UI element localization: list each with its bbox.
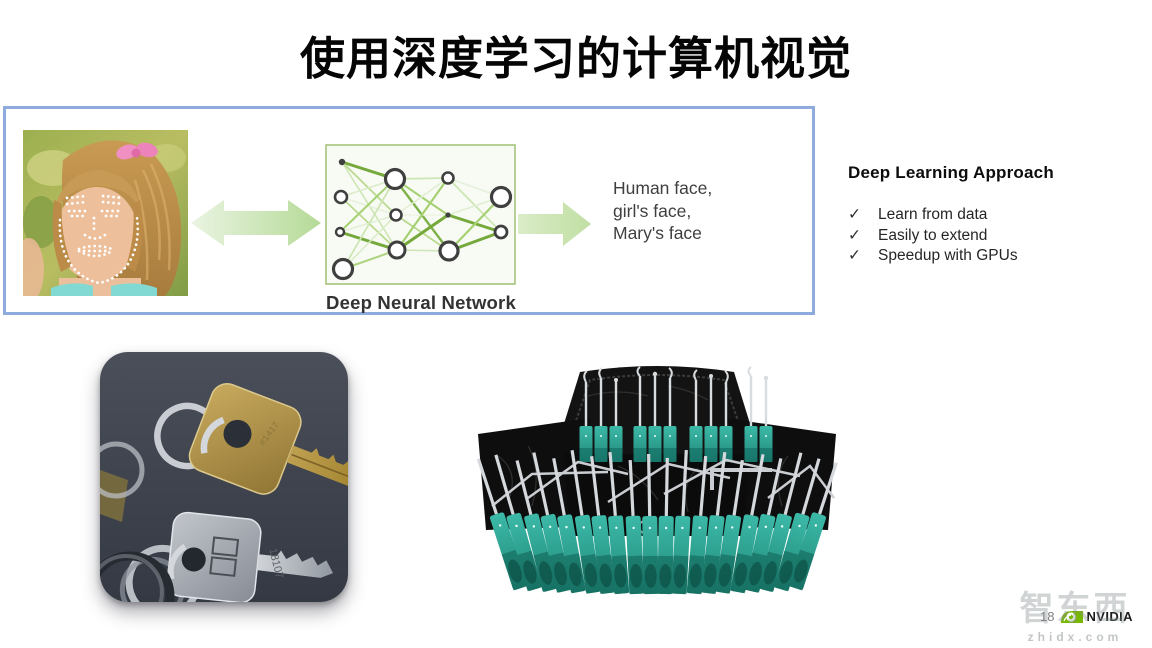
pipeline-diagram-box: Human face, girl's face, Mary's face Dee… [3,106,815,315]
face-landmarks-overlay [58,194,140,285]
bottom-picks [476,449,838,595]
double-arrow-icon [191,200,321,246]
nvidia-wordmark: NVIDIA [1086,609,1133,624]
hair-bow [116,142,158,160]
check-icon: ✓ [848,206,861,223]
neural-network-diagram [325,144,516,285]
diagram-caption: Deep Neural Network [326,292,516,313]
brass-key: #1417 [154,383,348,495]
nvidia-logo: NVIDIA [1060,608,1133,625]
approach-list: ✓ Learn from data ✓ Easily to extend ✓ S… [848,205,1138,267]
watermark-domain: zhidx.com [1027,630,1123,644]
output-line: girl's face, [613,200,692,221]
list-item: ✓ Speedup with GPUs [848,246,1138,267]
output-line: Human face, [613,178,713,198]
recognition-output-text: Human face, girl's face, Mary's face [613,177,712,245]
silver-key: 18107 [119,511,334,602]
list-item-label: Speedup with GPUs [878,247,1018,264]
keys-photo: #1417 18107 [100,352,348,602]
right-arrow-icon [518,202,591,246]
page-title: 使用深度学习的计算机视觉 [299,33,852,84]
list-item-label: Easily to extend [878,226,988,244]
list-item-label: Learn from data [878,206,988,223]
approach-panel: Deep Learning Approach ✓ Learn from data… [848,163,1138,267]
list-item: ✓ Learn from data [848,205,1138,226]
check-icon: ✓ [848,226,861,244]
lockpick-set-photo [468,356,848,606]
girl-photo-image [14,130,188,302]
approach-heading: Deep Learning Approach [848,163,1054,182]
output-line: Mary's face [613,223,702,243]
page-number: 18 [1040,609,1055,624]
check-icon: ✓ [848,247,861,264]
lockpick-set-image [476,366,838,595]
face-detection-photo [14,130,188,302]
slide-footer: 18 NVIDIA [1040,608,1133,625]
keys-image: #1417 18107 [100,352,348,602]
list-item: ✓ Easily to extend [848,226,1138,247]
nvidia-eye-icon [1061,611,1084,623]
